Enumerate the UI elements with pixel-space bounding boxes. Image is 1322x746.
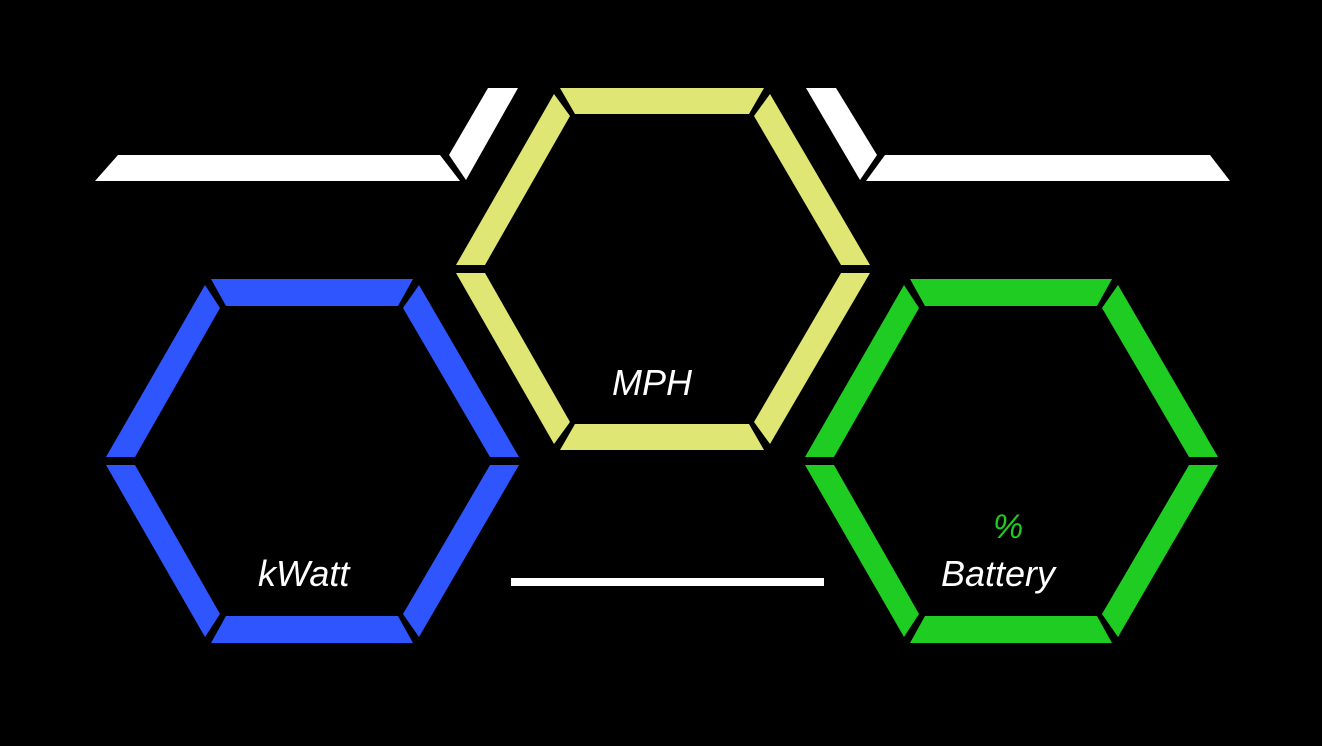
battery-unit-label: Battery	[941, 553, 1056, 594]
battery-percent-sign: %	[993, 508, 1024, 546]
power-unit-label: kWatt	[258, 553, 350, 594]
speed-hexagon	[456, 88, 870, 450]
center-divider-line	[511, 578, 824, 586]
battery-hexagon	[805, 279, 1218, 643]
top-right-bar-notch	[806, 88, 877, 180]
top-right-bar	[866, 155, 1230, 181]
top-left-bar-notch	[449, 88, 518, 180]
power-hexagon	[106, 279, 519, 643]
speed-unit-label: MPH	[612, 362, 692, 403]
top-left-bar	[95, 155, 460, 181]
